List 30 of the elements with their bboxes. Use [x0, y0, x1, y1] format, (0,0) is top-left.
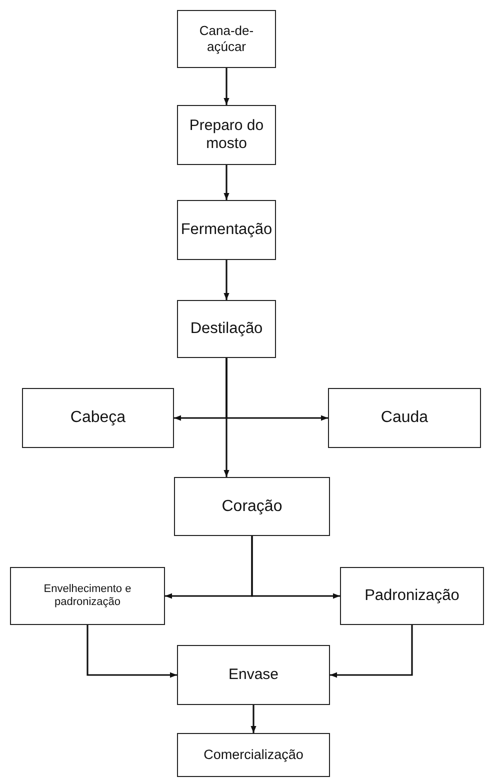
process-box	[177, 200, 276, 260]
box-label: Cauda	[380, 408, 428, 428]
box-label: Cana-de-açúcar	[198, 23, 255, 55]
process-box	[177, 733, 330, 777]
process-box	[22, 388, 174, 448]
box-label: Comercialização	[204, 746, 304, 764]
process-box	[10, 567, 165, 625]
box-label: Envase	[228, 666, 279, 684]
box-label: Padronização	[364, 586, 460, 606]
arrow	[224, 358, 230, 477]
box-label: Coração	[222, 496, 282, 516]
box-label: Cabeça	[70, 408, 126, 428]
arrow	[250, 705, 256, 733]
box-label: Destilação	[190, 320, 263, 338]
arrow	[224, 68, 230, 105]
process-box	[174, 477, 330, 536]
process-box	[340, 567, 484, 625]
box-label: Preparo do mosto	[188, 117, 265, 153]
arrow	[86, 625, 177, 678]
box-label: Fermentação	[180, 220, 272, 240]
process-box	[177, 645, 330, 705]
process-box	[328, 388, 481, 448]
box-label: Envelhecimento e padronização	[42, 582, 132, 610]
arrow	[330, 625, 413, 678]
arrow	[224, 260, 230, 300]
process-box	[177, 300, 276, 358]
arrow	[251, 536, 340, 599]
arrow	[224, 165, 230, 200]
process-box	[177, 105, 276, 165]
process-box	[177, 10, 276, 68]
